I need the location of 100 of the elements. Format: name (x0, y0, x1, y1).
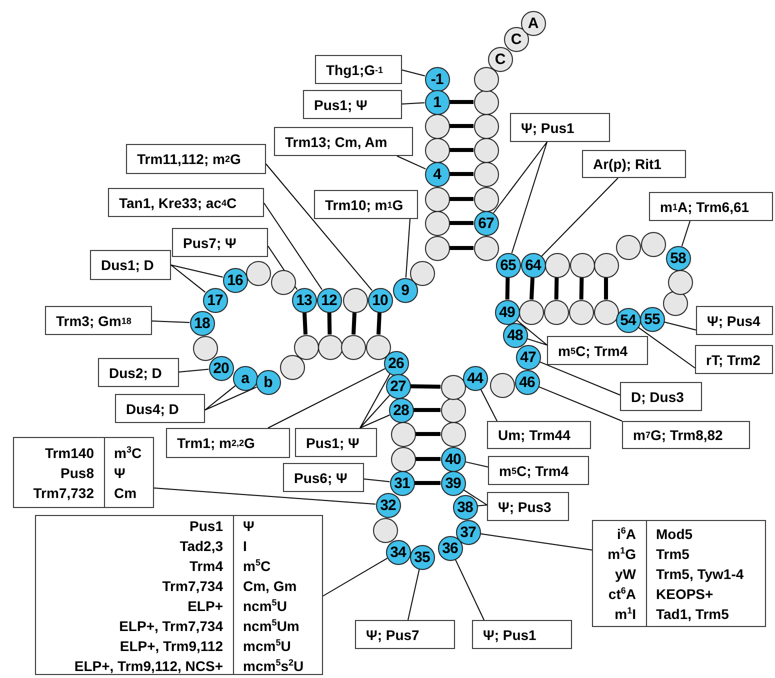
modification-label: Ψ; Pus4 (696, 306, 773, 335)
base-pair-bar (450, 148, 474, 152)
nucleotide-circle: 13 (292, 288, 316, 312)
nucleotide-circle: 47 (516, 344, 540, 370)
leader-line (681, 220, 690, 247)
nucleotide-circle: 54 (616, 308, 640, 332)
nucleotide-circle (440, 374, 466, 400)
nucleotide-circle (424, 236, 450, 260)
nucleotide-circle (518, 300, 544, 324)
nucleotide-circle (474, 66, 498, 92)
modification-name: m$^{1}$G (606, 544, 637, 564)
base-pair-bar (416, 432, 440, 436)
nucleotide-circle (246, 260, 270, 286)
leader-line (480, 533, 592, 550)
nucleotide-circle: 16 (222, 268, 248, 292)
nucleotide-circle: 27 (386, 374, 410, 398)
leader-line (516, 320, 548, 346)
modification-label: Ψ; Pus1 (472, 620, 572, 649)
modification-label: Dus1; D (90, 250, 171, 280)
nucleotide-circle (640, 232, 666, 256)
modification-label: Pus1; Ψ (295, 428, 377, 457)
modification-name: mcm$^{5}$U (242, 636, 292, 656)
nucleotide-circle (390, 422, 416, 446)
enzyme-name: Tad2,3 (178, 537, 224, 556)
base-pair-bar (414, 481, 440, 485)
nucleotide-circle (372, 518, 398, 542)
base-pair-bar (579, 277, 584, 300)
nucleotide-circle (594, 300, 618, 324)
modification-name: ct$^{6}$A (607, 584, 637, 604)
modification-name: mcm$^{5}$s$^{2}$U (242, 656, 305, 676)
leader-line (360, 373, 390, 428)
base-pair-bar (410, 384, 441, 389)
nucleotide-circle: -1 (424, 66, 450, 92)
nucleotide-circle: 35 (410, 544, 434, 570)
nucleotide-circle: 44 (462, 366, 488, 390)
modification-label: m$^{1}$A; Trm6,61 (649, 192, 773, 221)
nucleotide-circle: 55 (640, 306, 664, 332)
modification-table (13, 437, 154, 508)
nucleotide-circle: 49 (494, 300, 520, 324)
modification-name: m$^{5}$C (242, 556, 272, 576)
leader-line (454, 558, 484, 620)
modification-label: Dus2; D (98, 358, 179, 387)
leader-line (364, 478, 390, 482)
nucleotide-circle (294, 334, 318, 360)
modification-label: Trm13; Cm, Am (274, 127, 413, 156)
enzyme-name: KEOPS+ (655, 585, 714, 604)
base-pair-bar (327, 312, 332, 335)
modification-name: Cm (113, 484, 138, 503)
enzyme-name: ELP+, Trm9,112, NCS+ (73, 657, 224, 676)
enzyme-name: ELP+, Trm9,112 (118, 637, 224, 656)
leader-line (511, 142, 548, 254)
nucleotide-circle: 10 (368, 288, 392, 312)
nucleotide-circle (544, 252, 570, 278)
nucleotide-circle (474, 186, 498, 212)
leader-line (402, 70, 426, 76)
leader-line (539, 361, 620, 396)
nucleotide-circle (342, 288, 368, 312)
leader-line (322, 558, 388, 596)
base-pair-bar (530, 277, 534, 300)
nucleotide-circle: 17 (202, 288, 228, 312)
modification-label: Ψ; Pus7 (355, 620, 455, 649)
nucleotide-circle (440, 422, 466, 446)
leader-line (396, 156, 426, 170)
modification-label: Ψ; Pus3 (487, 492, 569, 521)
nucleotide-circle (366, 334, 390, 360)
modification-label: rT; Trm2 (695, 345, 773, 374)
leader-line (402, 102, 425, 104)
leader-line (268, 368, 386, 428)
nucleotide-circle: 1 (424, 90, 450, 114)
nucleotide-circle (570, 252, 594, 278)
modification-name: i$^{6}$A (616, 524, 637, 544)
leader-line (154, 488, 376, 505)
leader-line (170, 264, 224, 278)
nucleotide-circle: 38 (452, 494, 478, 520)
modification-name: Ψ (242, 517, 256, 536)
nucleotide-circle: 31 (390, 470, 414, 496)
base-pair-bar (450, 172, 474, 176)
nucleotide-circle: 26 (384, 350, 408, 376)
modification-label: Pus1; Ψ (303, 90, 402, 119)
nucleotide-circle: a (232, 366, 258, 390)
leader-line (152, 320, 190, 323)
enzyme-name: Tad1, Trm5 (655, 605, 730, 624)
nucleotide-circle (424, 186, 450, 212)
nucleotide-circle (474, 138, 498, 162)
leader-line (480, 388, 498, 422)
base-pair-bar (450, 197, 474, 201)
modification-label: Pus7; Ψ (172, 228, 268, 257)
enzyme-name: Trm4 (188, 557, 224, 576)
nucleotide-circle (424, 114, 450, 138)
nucleotide-circle: 18 (190, 310, 214, 336)
leader-line (204, 385, 236, 410)
modification-table (592, 520, 766, 627)
nucleotide-circle (490, 372, 514, 398)
base-pair-bar (505, 277, 510, 300)
enzyme-name: Trm7,734 (161, 577, 224, 596)
modification-name: Cm, Gm (242, 577, 298, 596)
nucleotide-circle: C (488, 46, 512, 72)
modification-label: Dus4; D (115, 394, 205, 423)
leader-line (408, 568, 420, 620)
nucleotide-circle: 20 (208, 356, 234, 380)
